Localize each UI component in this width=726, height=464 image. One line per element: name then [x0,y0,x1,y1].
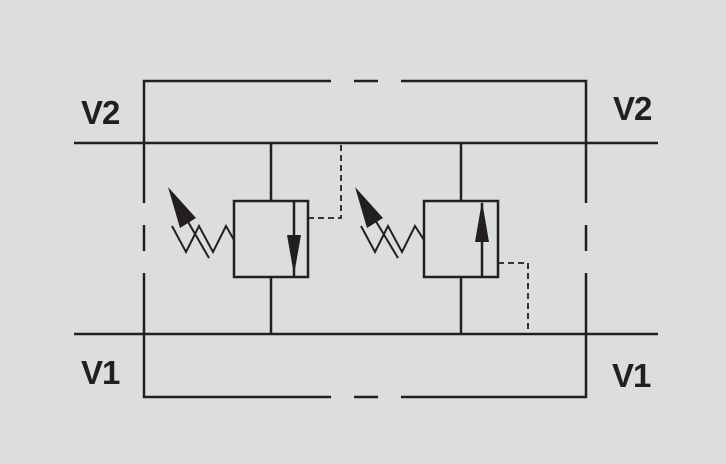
flow-arrow-up-icon [475,201,489,242]
port-label-v1-left: V1 [81,354,120,391]
block-outline [142,79,588,399]
port-label-v1-right: V1 [612,357,651,394]
spring-icon [360,223,425,255]
relief-valve-right [355,143,529,334]
port-label-v2-left: V2 [81,94,120,131]
flow-arrow-down-icon [287,235,301,275]
adjustable-arrow-icon [355,187,383,228]
spring-icon [171,223,235,255]
adjustable-arrow-icon [168,187,196,228]
port-label-v2-right: V2 [613,90,652,127]
relief-valve-left [168,143,342,334]
